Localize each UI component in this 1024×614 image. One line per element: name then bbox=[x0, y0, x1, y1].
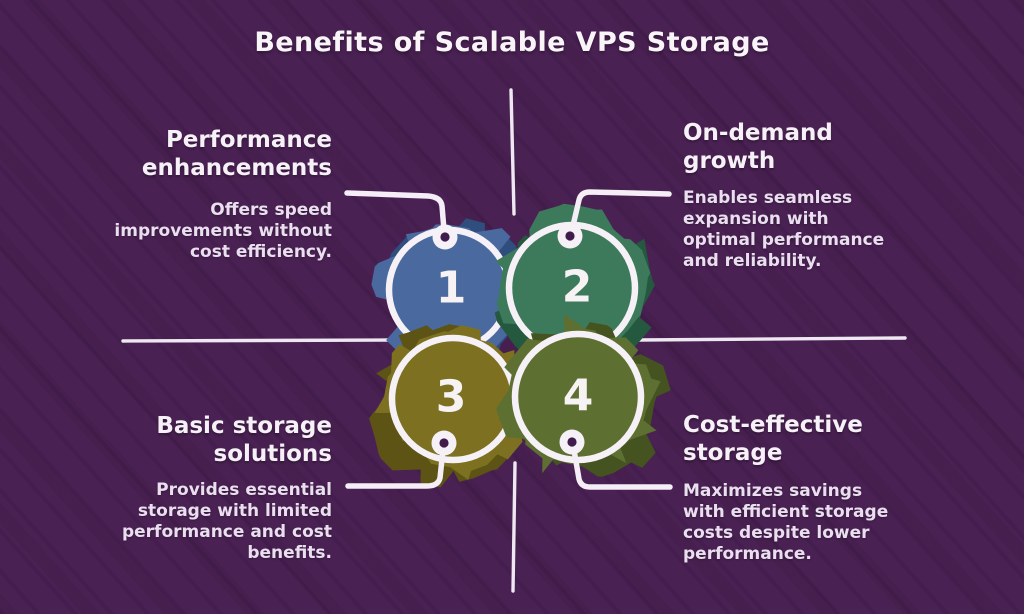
leader-top-left bbox=[344, 190, 447, 233]
leader-bottom-right bbox=[571, 447, 673, 490]
body-performance-enhancements: Offers speed improvements without cost e… bbox=[114, 200, 332, 263]
heading-cost-effective-storage: Cost-effective storage bbox=[683, 411, 863, 467]
circle-1-scribble bbox=[371, 224, 522, 366]
heading-line: growth bbox=[683, 148, 776, 174]
body-line: expansion with bbox=[683, 209, 829, 229]
circle-4-scribble bbox=[496, 314, 661, 474]
body-line: performance and cost bbox=[121, 522, 332, 542]
heading-line: Cost-effective bbox=[683, 412, 863, 438]
circle-4-group: 4 bbox=[496, 314, 671, 477]
connector-donuts bbox=[431, 223, 585, 456]
leader-top-right bbox=[569, 189, 672, 233]
divider-left-horizontal bbox=[121, 338, 392, 343]
body-line: performance. bbox=[683, 544, 812, 564]
divider-bottom-vertical bbox=[511, 461, 517, 593]
donut-circle-1 bbox=[432, 224, 458, 250]
body-line: cost efficiency. bbox=[189, 242, 332, 262]
divider-lines bbox=[121, 88, 907, 593]
heading-line: solutions bbox=[213, 441, 333, 467]
body-line: optimal performance bbox=[683, 230, 885, 250]
circle-3-number: 3 bbox=[436, 372, 467, 423]
heading-line: On-demand bbox=[683, 120, 833, 146]
heading-line: Basic storage bbox=[156, 413, 332, 439]
donut-circle-2 bbox=[557, 223, 583, 249]
circle-2-number: 2 bbox=[562, 262, 593, 313]
heading-line: Performance bbox=[165, 127, 332, 153]
body-line: costs despite lower bbox=[683, 523, 870, 543]
leader-lines bbox=[344, 189, 673, 490]
heading-on-demand-growth: On-demand growth bbox=[683, 119, 833, 175]
heading-basic-storage-solutions: Basic storage solutions bbox=[156, 412, 332, 468]
leader-bottom-left bbox=[345, 447, 446, 489]
body-line: benefits. bbox=[247, 543, 332, 563]
page-title: Benefits of Scalable VPS Storage bbox=[254, 27, 770, 58]
body-line: Maximizes savings bbox=[683, 481, 863, 501]
donut-circle-3 bbox=[431, 430, 457, 456]
heading-line: enhancements bbox=[141, 155, 332, 181]
body-line: and reliability. bbox=[683, 251, 822, 271]
body-cost-effective-storage: Maximizes savings with efficient storage… bbox=[683, 481, 888, 565]
body-on-demand-growth: Enables seamless expansion with optimal … bbox=[683, 188, 884, 272]
circle-4-number: 4 bbox=[563, 371, 594, 422]
body-basic-storage-solutions: Provides essential storage with limited … bbox=[122, 480, 332, 564]
circle-2-scribble bbox=[495, 203, 651, 369]
circle-1-number: 1 bbox=[436, 263, 467, 314]
heading-performance-enhancements: Performance enhancements bbox=[142, 126, 332, 182]
divider-top-vertical bbox=[509, 88, 516, 216]
heading-line: storage bbox=[683, 440, 783, 466]
divider-right-horizontal bbox=[636, 336, 907, 342]
body-line: improvements without bbox=[114, 221, 332, 241]
body-line: storage with limited bbox=[137, 501, 332, 521]
body-line: Enables seamless bbox=[683, 188, 853, 208]
body-line: Offers speed bbox=[210, 200, 332, 220]
donut-circle-4 bbox=[559, 429, 585, 455]
circle-3-group: 3 bbox=[369, 324, 533, 488]
body-line: Provides essential bbox=[156, 480, 332, 500]
body-line: with efficient storage bbox=[683, 502, 889, 522]
